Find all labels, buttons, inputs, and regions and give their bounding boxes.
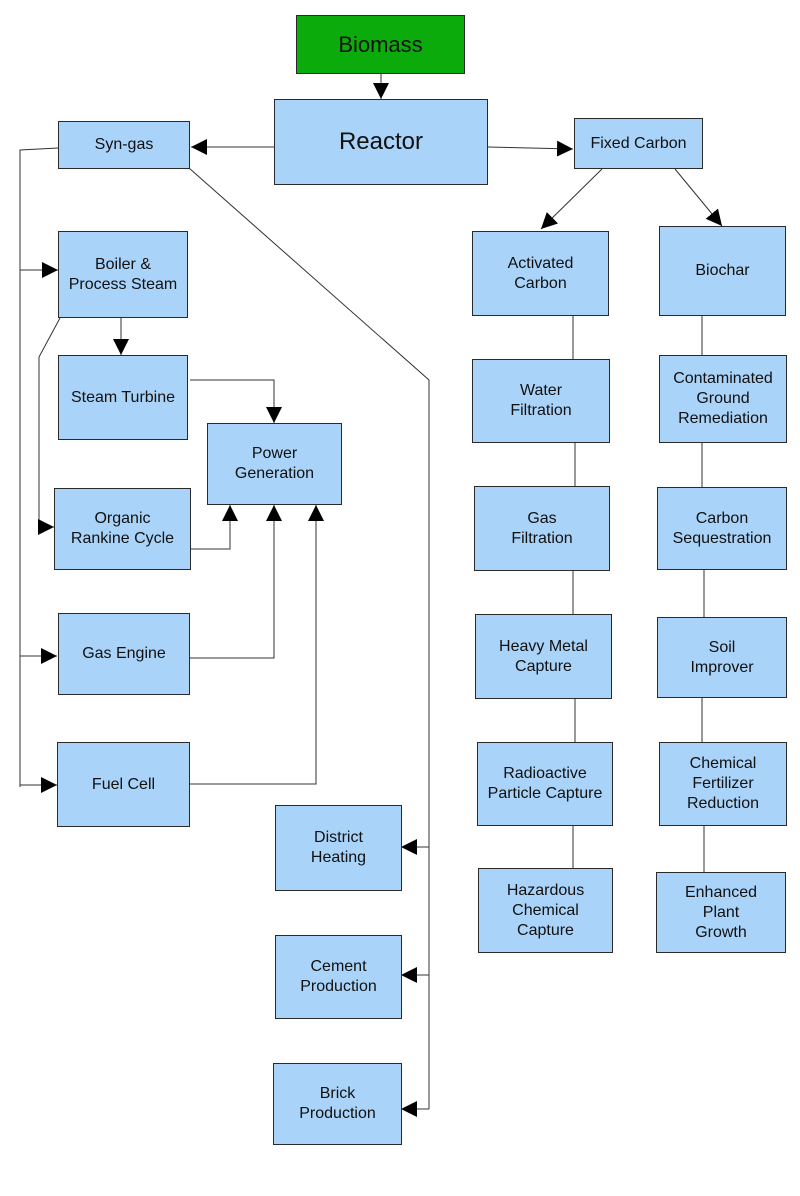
steam-turbine-node: Steam Turbine [58,355,188,440]
edge-turbine-power [190,379,282,423]
fuel-cell-node: Fuel Cell [57,742,190,827]
edge-syngas-bus [19,147,59,787]
edge-orc-power [190,505,238,550]
orc-node: Organic Rankine Cycle [54,488,191,570]
edge-syngas-heat-bus [188,167,430,1109]
boiler-node: Boiler & Process Steam [58,231,188,318]
radioactive-capture-node: Radioactive Particle Capture [477,742,613,826]
edge-fixed-biochar [674,168,723,227]
edge-boiler-orc [38,317,61,535]
power-generation-node: Power Generation [207,423,342,505]
soil-improver-node: Soil Improver [657,617,787,698]
brick-production-node: Brick Production [273,1063,402,1145]
fixed-carbon-node: Fixed Carbon [574,118,703,169]
edge-fuelcell-power [190,505,324,785]
contaminated-ground-node: Contaminated Ground Remediation [659,355,787,443]
fertilizer-reduction-node: Chemical Fertilizer Reduction [659,742,787,826]
cement-production-node: Cement Production [275,935,402,1019]
edge-engine-power [190,505,282,659]
reactor-node: Reactor [274,99,488,185]
hazardous-chemical-capture-node: Hazardous Chemical Capture [478,868,613,953]
water-filtration-node: Water Filtration [472,359,610,443]
heavy-metal-capture-node: Heavy Metal Capture [475,614,612,699]
gas-engine-node: Gas Engine [58,613,190,695]
district-heating-node: District Heating [275,805,402,891]
carbon-sequestration-node: Carbon Sequestration [657,487,787,570]
edge-reactor-fixed-carbon [487,140,574,157]
activated-carbon-node: Activated Carbon [472,231,609,316]
gas-filtration-node: Gas Filtration [474,486,610,571]
plant-growth-node: Enhanced Plant Growth [656,872,786,953]
biochar-node: Biochar [659,226,786,316]
edge-fixed-activated [540,168,603,230]
syngas-node: Syn-gas [58,121,190,169]
biomass-node: Biomass [296,15,465,74]
